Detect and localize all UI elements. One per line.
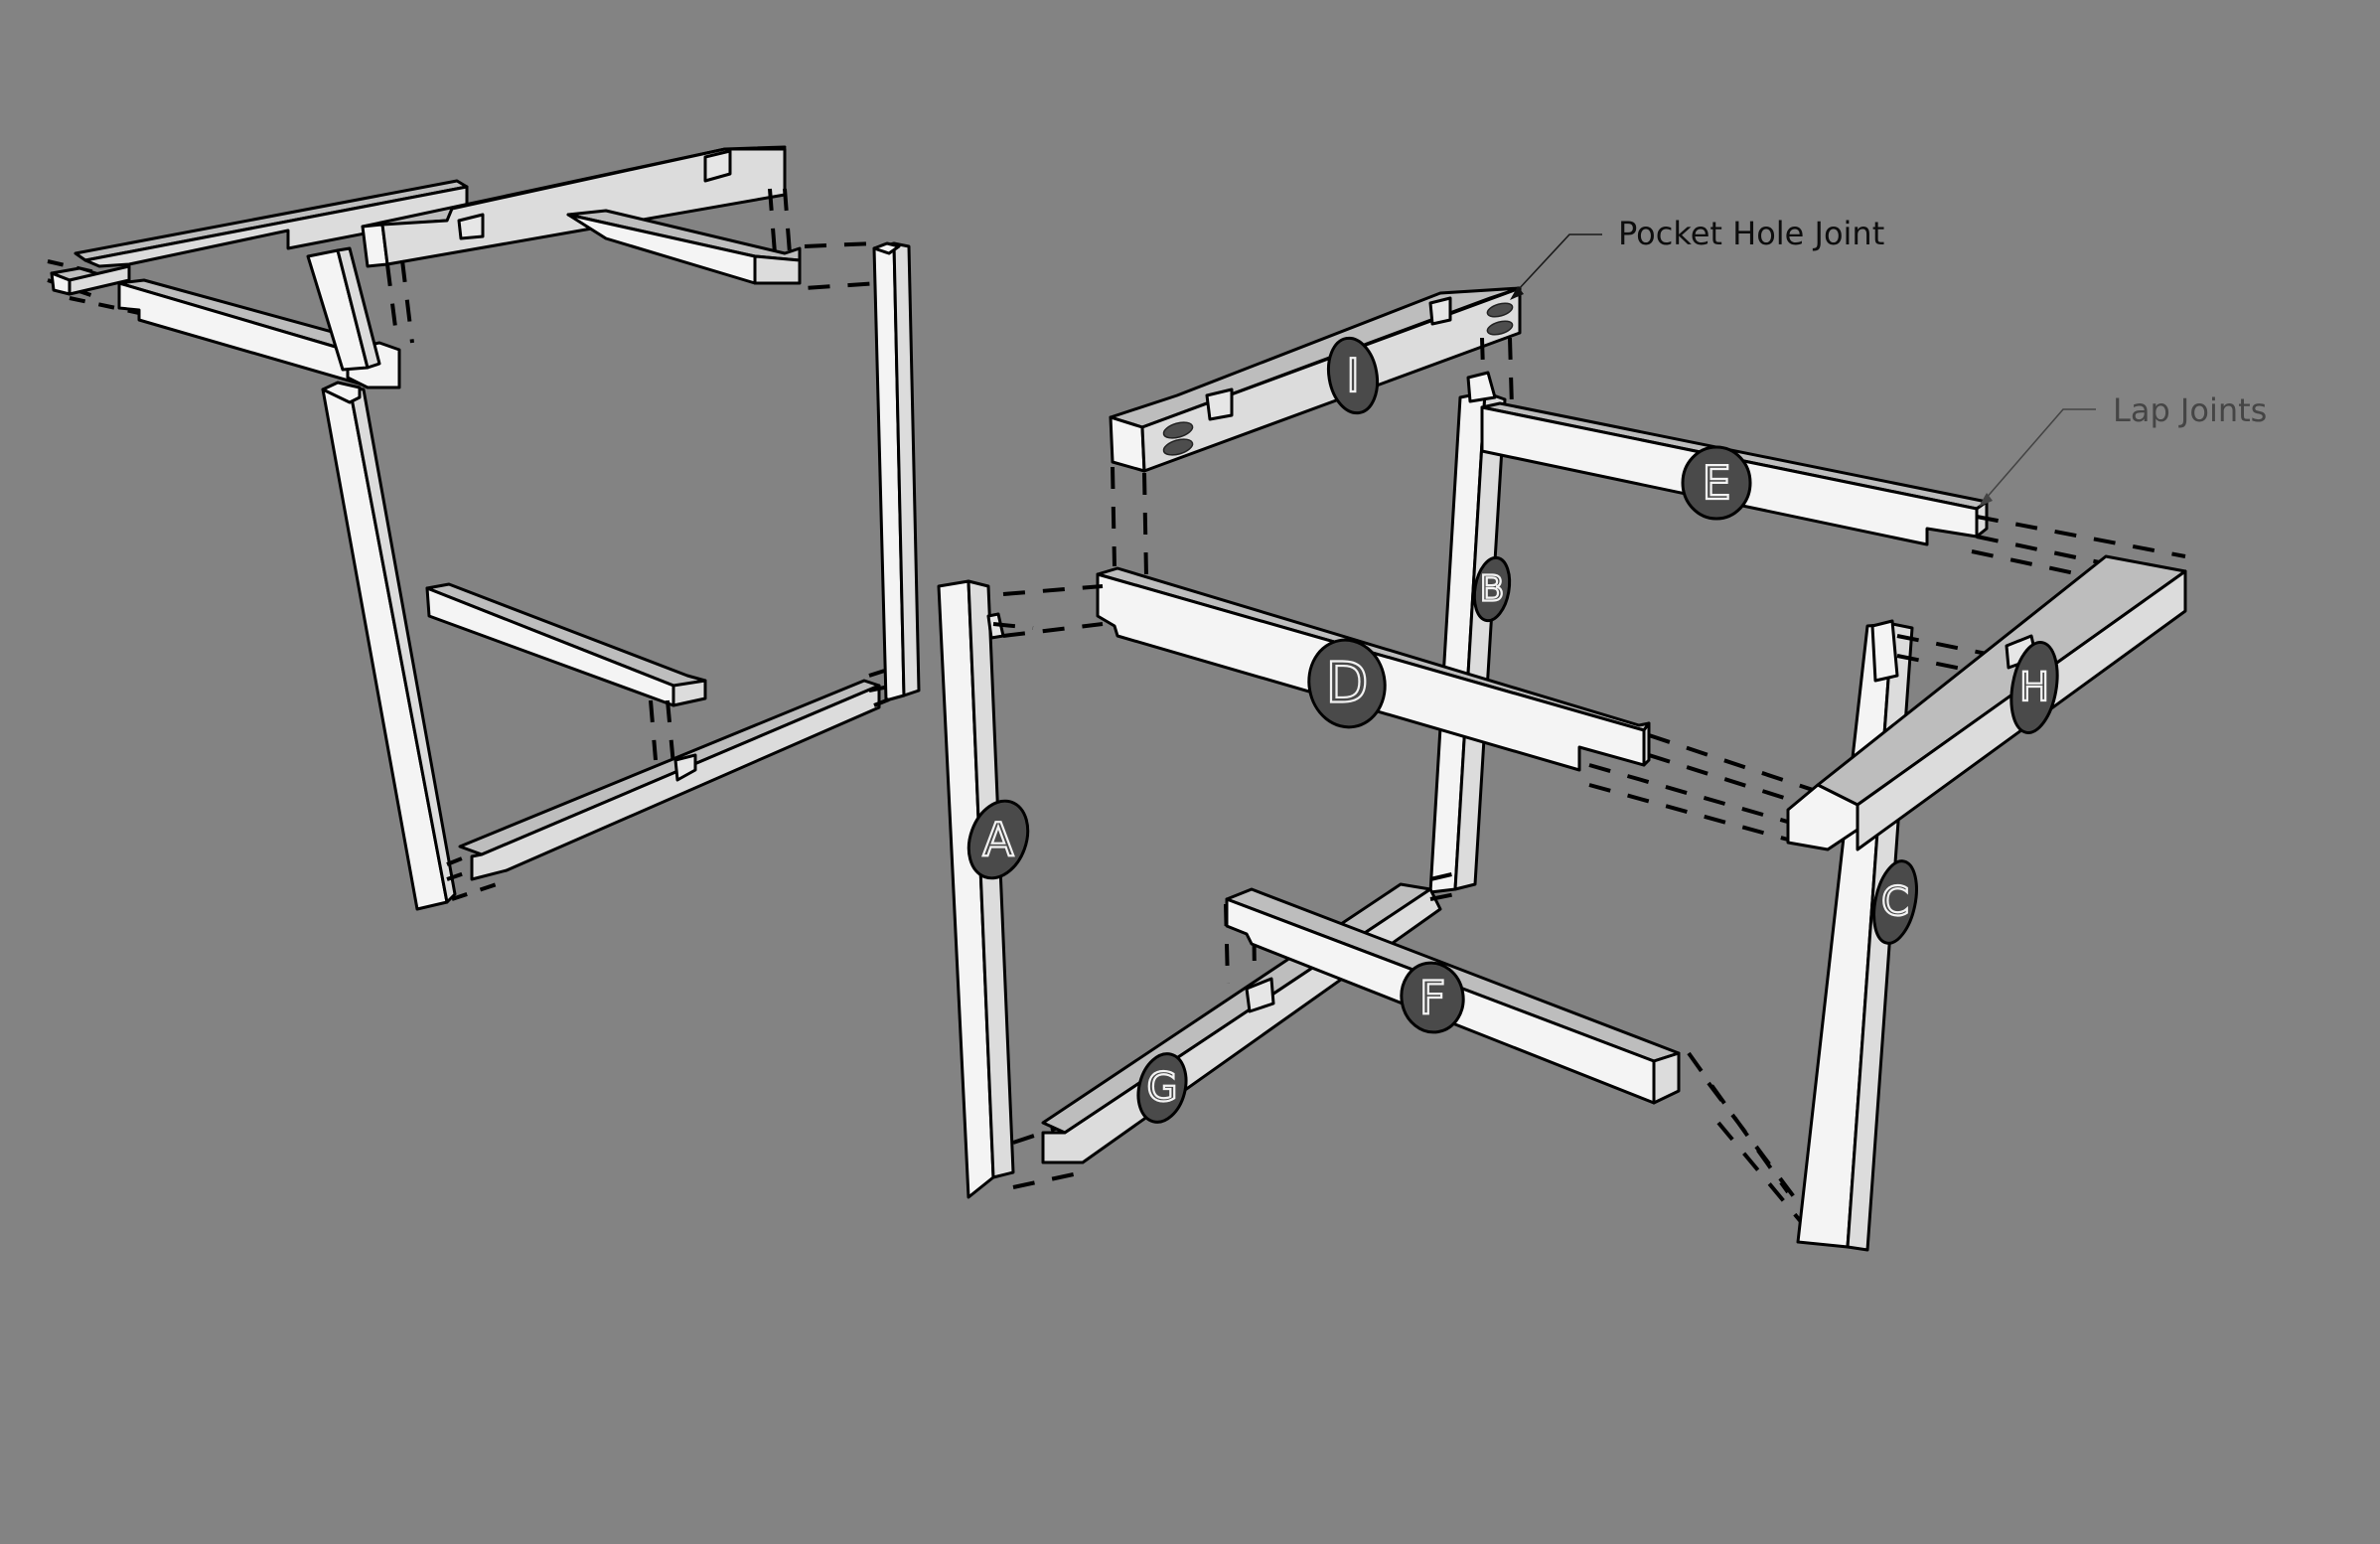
guide-line: [649, 699, 675, 766]
guide-line: [446, 666, 900, 901]
guide-line: [768, 188, 792, 254]
badge-B: B: [1472, 555, 1512, 623]
badge-label: E: [1702, 456, 1730, 510]
left-bottom-rail: [458, 679, 881, 881]
guide-line: [1111, 337, 1514, 577]
lap-joints-label: Lap Joints: [2113, 391, 2268, 429]
badge-label: B: [1480, 569, 1505, 610]
badge-H: H: [2009, 641, 2059, 734]
right-assembly: [937, 286, 2187, 1252]
left-rail-end-stub: [50, 264, 131, 296]
badge-label: H: [2019, 665, 2049, 710]
left-front-leg: [321, 381, 457, 911]
left-top-upper-rail: [361, 145, 787, 268]
badge-C: C: [1872, 859, 1918, 945]
pocket-hole-joint-label: Pocket Hole Joint: [1618, 215, 1885, 252]
guide-line: [385, 259, 414, 344]
part-A-leg: [937, 579, 1015, 1199]
pocket-hole-icon: [1486, 302, 1514, 318]
left-middle-stretcher: [425, 582, 707, 707]
arrowhead-icon: [1979, 493, 1993, 507]
badge-A: A: [967, 799, 1030, 880]
guide-line: [1588, 733, 1839, 842]
pocket-hole-icon: [1162, 421, 1194, 439]
left-top-back-rail: [74, 179, 469, 268]
left-rear-leg: [872, 241, 921, 702]
pocket-hole-leader-line: [1517, 233, 1602, 291]
badge-label: I: [1346, 349, 1360, 402]
guide-line: [992, 584, 1104, 638]
left-assembly: [47, 145, 921, 911]
callout-leaders: [1510, 233, 2096, 507]
badge-G: G: [1136, 1052, 1188, 1124]
guide-line: [1687, 1051, 1820, 1244]
part-H-rail: [1786, 554, 2187, 851]
badge-D: D: [1307, 638, 1387, 729]
part-badges: I E B D H A C F: [967, 336, 2059, 1124]
badge-label: F: [1419, 971, 1445, 1024]
badge-label: G: [1147, 1065, 1178, 1111]
left-top-side-rail: [566, 209, 802, 285]
badge-label: A: [982, 813, 1014, 866]
left-inner-post: [306, 246, 381, 372]
badge-F: F: [1400, 961, 1465, 1034]
badge-I: I: [1326, 336, 1380, 415]
badge-E: E: [1681, 445, 1752, 521]
lap-joints-leader-line: [1984, 408, 2096, 501]
guide-line: [804, 240, 882, 290]
badge-label: D: [1325, 652, 1368, 716]
pocket-hole-icon: [1162, 438, 1194, 456]
guide-line: [1429, 870, 1466, 901]
arrowhead-icon: [1510, 286, 1524, 300]
pocket-hole-icon: [1486, 320, 1514, 336]
badge-label: C: [1881, 879, 1909, 925]
